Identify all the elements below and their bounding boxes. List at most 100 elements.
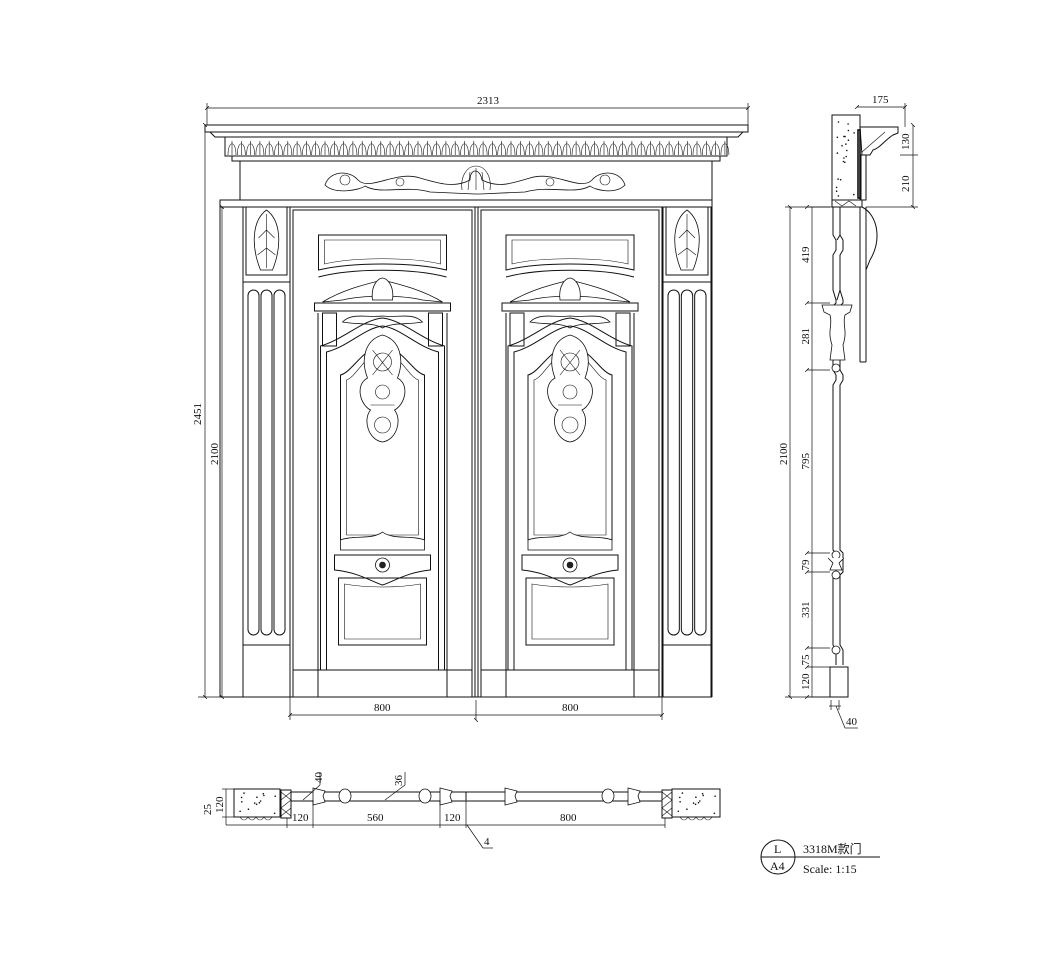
dim-label: 130 [900, 133, 912, 150]
bottom-panel-inner [531, 583, 609, 640]
concrete-speck [258, 801, 261, 804]
concrete-speck [835, 190, 838, 192]
top-panel [318, 234, 447, 271]
concrete-speck [259, 800, 262, 802]
medallion-boss [374, 416, 391, 434]
leaf-inner [292, 209, 473, 698]
dim-overall-width: 2313 [207, 95, 748, 125]
keyhole-icon [566, 561, 574, 569]
dentil [711, 141, 720, 156]
lock-rail [521, 554, 619, 586]
lion-medallion [359, 334, 406, 443]
medallion-boss [561, 416, 579, 434]
dentil [599, 141, 609, 156]
drawing-name: 3318M款门 [803, 841, 862, 856]
moulding-bead [338, 788, 352, 804]
medallion-boss [562, 384, 578, 400]
dim-label: 40 [313, 772, 325, 784]
concrete-speck [714, 795, 716, 797]
door-leaf [289, 206, 476, 698]
concrete-speck [253, 802, 256, 804]
dentil [516, 141, 525, 156]
concrete-speck [274, 795, 277, 797]
dentil [227, 141, 237, 156]
concrete-speck [844, 161, 846, 164]
capital [665, 206, 709, 276]
dentil [246, 141, 255, 156]
dentil [543, 141, 553, 156]
dentil [571, 141, 581, 156]
dentil [534, 141, 544, 156]
dim-label: 4 [484, 836, 490, 848]
dentil [441, 141, 451, 156]
bottom-panel [525, 577, 615, 646]
flute [260, 289, 273, 636]
dentil [237, 141, 246, 156]
dim-label: 25 [202, 804, 214, 816]
dentil [357, 141, 367, 156]
flute [247, 289, 260, 636]
concrete-speck [699, 800, 701, 802]
dentil [460, 141, 469, 156]
dentil [292, 141, 302, 156]
front-elevation: 2313 2451 2100 [192, 95, 748, 720]
dentil [264, 141, 274, 156]
lion-face [373, 352, 392, 372]
dim-label: 331 [800, 602, 812, 619]
dentil [553, 141, 562, 156]
concrete-speck [701, 792, 704, 795]
middle-rail-ornament [340, 531, 425, 551]
concrete-speck [247, 808, 250, 810]
concrete-speck [702, 794, 704, 797]
dentil [413, 141, 423, 156]
moulding-profile [504, 787, 518, 806]
dentil [348, 141, 358, 156]
dim-label: 800 [560, 812, 577, 824]
concrete-speck [847, 129, 850, 132]
dim-label: 2100 [778, 443, 790, 466]
dentil [478, 141, 488, 156]
dentil [655, 141, 665, 156]
concrete-speck [256, 796, 258, 798]
dentil [320, 141, 330, 156]
concrete-speck [694, 803, 697, 806]
arch-frame-inner [326, 325, 439, 670]
concrete-speck [847, 139, 850, 141]
top-panel [505, 234, 635, 271]
concrete-speck [686, 808, 688, 810]
medallion-detail [370, 349, 395, 406]
top-rail [505, 269, 635, 278]
concrete-speck [846, 149, 848, 152]
plan-section: 25 120 120 560 120 800 4 40 36 [202, 772, 721, 849]
concrete-speck [262, 792, 265, 795]
concrete-speck [845, 155, 847, 158]
dim-label: 120 [292, 812, 309, 824]
cornice [204, 124, 749, 208]
scroll-ornament [341, 315, 424, 329]
left-column [509, 312, 525, 347]
dentil [590, 141, 599, 156]
dentil [274, 141, 283, 156]
concrete-speck [842, 160, 845, 163]
plan-dims: 25 120 120 560 120 800 4 40 36 [202, 772, 666, 849]
dentil [506, 141, 516, 156]
dentil [664, 141, 674, 156]
leaf-veins [677, 214, 697, 268]
detail-letter: L [774, 842, 781, 856]
frieze-ornament [324, 165, 626, 195]
concrete-speck [713, 812, 716, 815]
dim-label: 40 [846, 716, 858, 728]
middle-rail-ornament [527, 531, 613, 551]
moulding-profile [439, 787, 453, 806]
dentil [525, 141, 534, 156]
concrete-speck [255, 803, 258, 806]
dentil [311, 141, 320, 156]
dentil [674, 141, 683, 156]
dim-overall-height: 2451 2100 [192, 125, 243, 697]
leaf-veins [257, 214, 276, 268]
concrete-speck [239, 810, 241, 813]
concrete-speck [837, 195, 840, 197]
right-column [615, 312, 631, 347]
